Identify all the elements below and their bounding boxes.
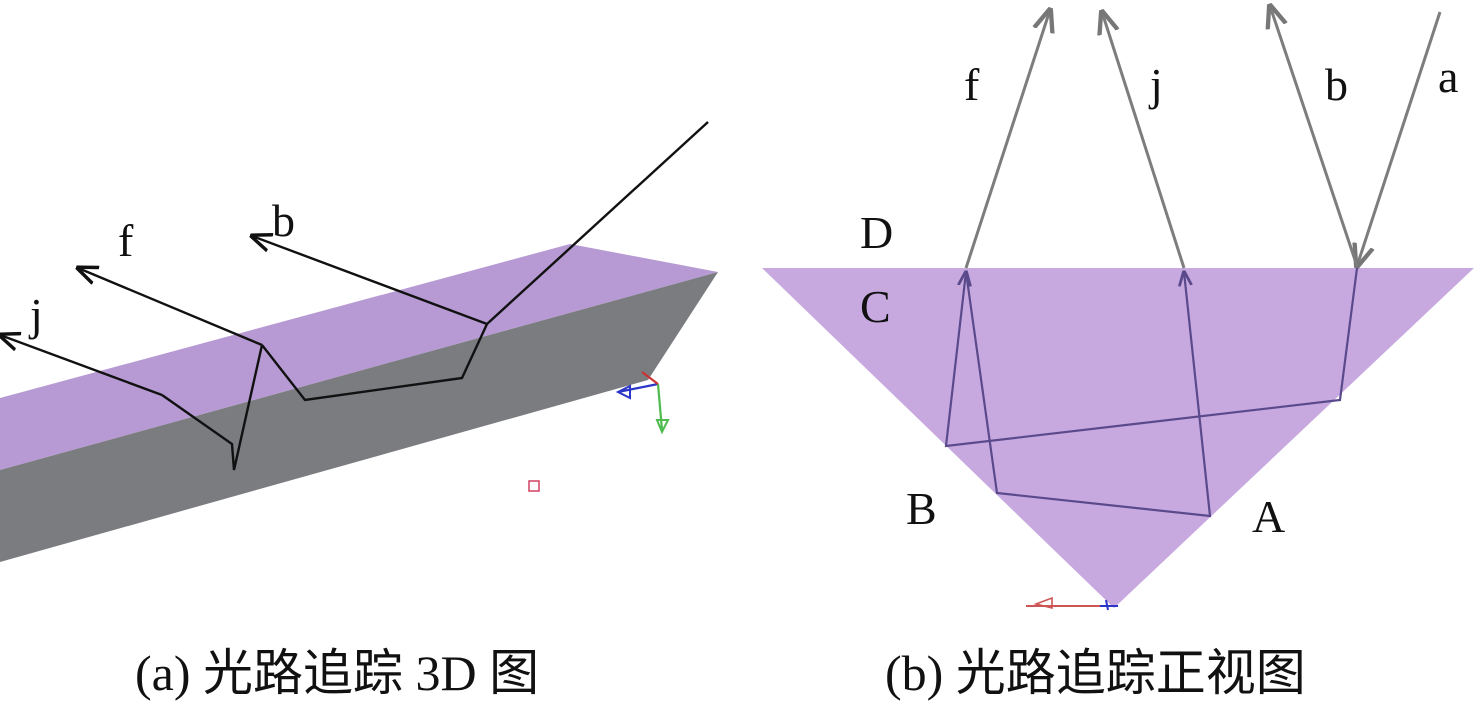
panel-a-3d-view: j f b (a) 光路追踪 3D 图 [0, 121, 718, 701]
label-a-b: b [272, 195, 295, 246]
axes-triad-icon-b [1026, 596, 1118, 611]
ray-path-3d-f [261, 323, 489, 402]
ray-j-out [1102, 12, 1186, 269]
ray-f-out [964, 10, 1050, 269]
caption-b: (b) 光路追踪正视图 [885, 645, 1306, 701]
internal-ray-path-1 [944, 267, 1359, 448]
label-b-f: f [964, 59, 980, 110]
caption-a: (a) 光路追踪 3D 图 [135, 645, 539, 701]
ray-b-out [1270, 6, 1359, 267]
ray-a-incident [1357, 11, 1442, 266]
point-label-D: D [860, 207, 893, 258]
prism-top-face [0, 244, 718, 470]
ray-f-3d [78, 268, 263, 347]
origin-marker-icon [528, 480, 540, 492]
point-label-B: B [906, 483, 937, 534]
label-a-j: j [28, 289, 43, 340]
axes-triad-icon [615, 371, 670, 435]
label-a-f: f [118, 215, 134, 266]
internal-ray-path-2 [964, 272, 1212, 518]
point-label-A: A [1252, 491, 1285, 542]
ray-path-3d-j [161, 344, 264, 471]
label-b-j: j [1148, 59, 1163, 110]
prism-triangle [762, 268, 1474, 608]
ray-j-3d [0, 335, 163, 397]
label-b-b: b [1325, 59, 1348, 110]
ray-b-3d [252, 236, 488, 326]
label-b-a: a [1438, 51, 1458, 102]
prism-side-face [0, 272, 718, 562]
incident-ray-3d [486, 121, 709, 325]
panel-b-front-view: f j b a D C B A (b) 光路追踪正视图 [762, 6, 1474, 701]
point-label-C: C [860, 281, 891, 332]
